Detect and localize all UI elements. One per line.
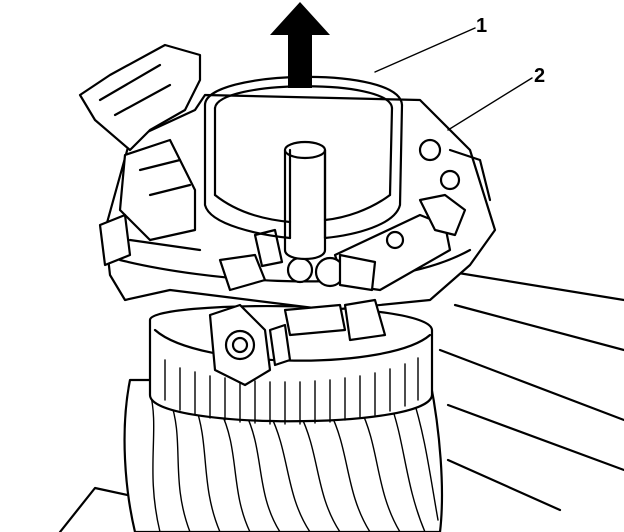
- shaft: [283, 140, 327, 261]
- removal-arrow: [270, 2, 330, 88]
- callout-leaders: [374, 27, 533, 131]
- callout-number-1: 1: [476, 15, 487, 37]
- leader-line-1: [374, 27, 476, 73]
- callout-number-2: 2: [534, 65, 545, 87]
- workbench-lines: [58, 268, 624, 532]
- leader-line-2: [447, 77, 533, 131]
